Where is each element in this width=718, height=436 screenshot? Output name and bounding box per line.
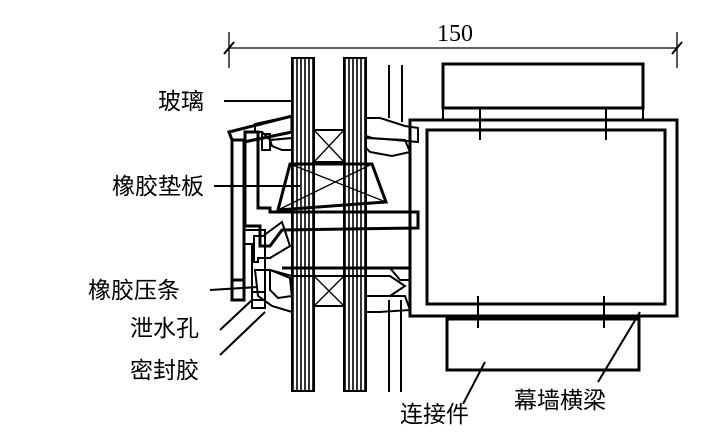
rubber-setting-block: [276, 162, 389, 212]
leader-connector: [462, 361, 486, 405]
leader-rubber-strip: [209, 286, 259, 291]
label-drain-hole: 泄水孔: [130, 316, 199, 342]
label-rubber-strip: 橡胶压条: [88, 278, 180, 304]
connector-bottom: [445, 296, 641, 372]
glass-lower-right: [344, 276, 366, 391]
curtain-wall-transom: [408, 118, 679, 318]
label-glass: 玻璃: [158, 89, 204, 115]
glass-lower-left: [292, 276, 314, 391]
glass-pane-outer: [291, 57, 367, 392]
label-rubber-pad: 橡胶垫板: [112, 174, 204, 200]
connector-top: [441, 62, 645, 140]
component-labels: 玻璃 橡胶垫板 橡胶压条 泄水孔 密封胶 连接件 幕墙横梁: [88, 89, 606, 428]
dimension-tick-left: [223, 41, 235, 55]
lower-sealant: [253, 268, 412, 314]
transom-left-profile: [243, 130, 420, 263]
dimension-line: 150: [223, 21, 683, 68]
glass-upper-right: [344, 58, 366, 278]
leader-lines: [209, 100, 641, 405]
leader-sealant: [219, 311, 266, 356]
drain-hole-shape: [251, 291, 266, 309]
label-transom: 幕墙横梁: [514, 388, 606, 414]
label-connector: 连接件: [400, 402, 469, 428]
upper-rubber-strips: [261, 133, 412, 158]
leader-transom: [597, 311, 641, 383]
mullion-lines: [388, 65, 403, 392]
glass-upper-left: [292, 58, 314, 278]
dimension-tick-right: [671, 41, 683, 55]
transom-box: [408, 118, 679, 318]
dimension-value: 150: [437, 21, 473, 47]
glass-spacer-lower: [313, 275, 345, 307]
label-sealant: 密封胶: [130, 358, 199, 384]
leader-drain-hole: [219, 299, 253, 331]
glass-spacer-upper: [313, 129, 345, 163]
